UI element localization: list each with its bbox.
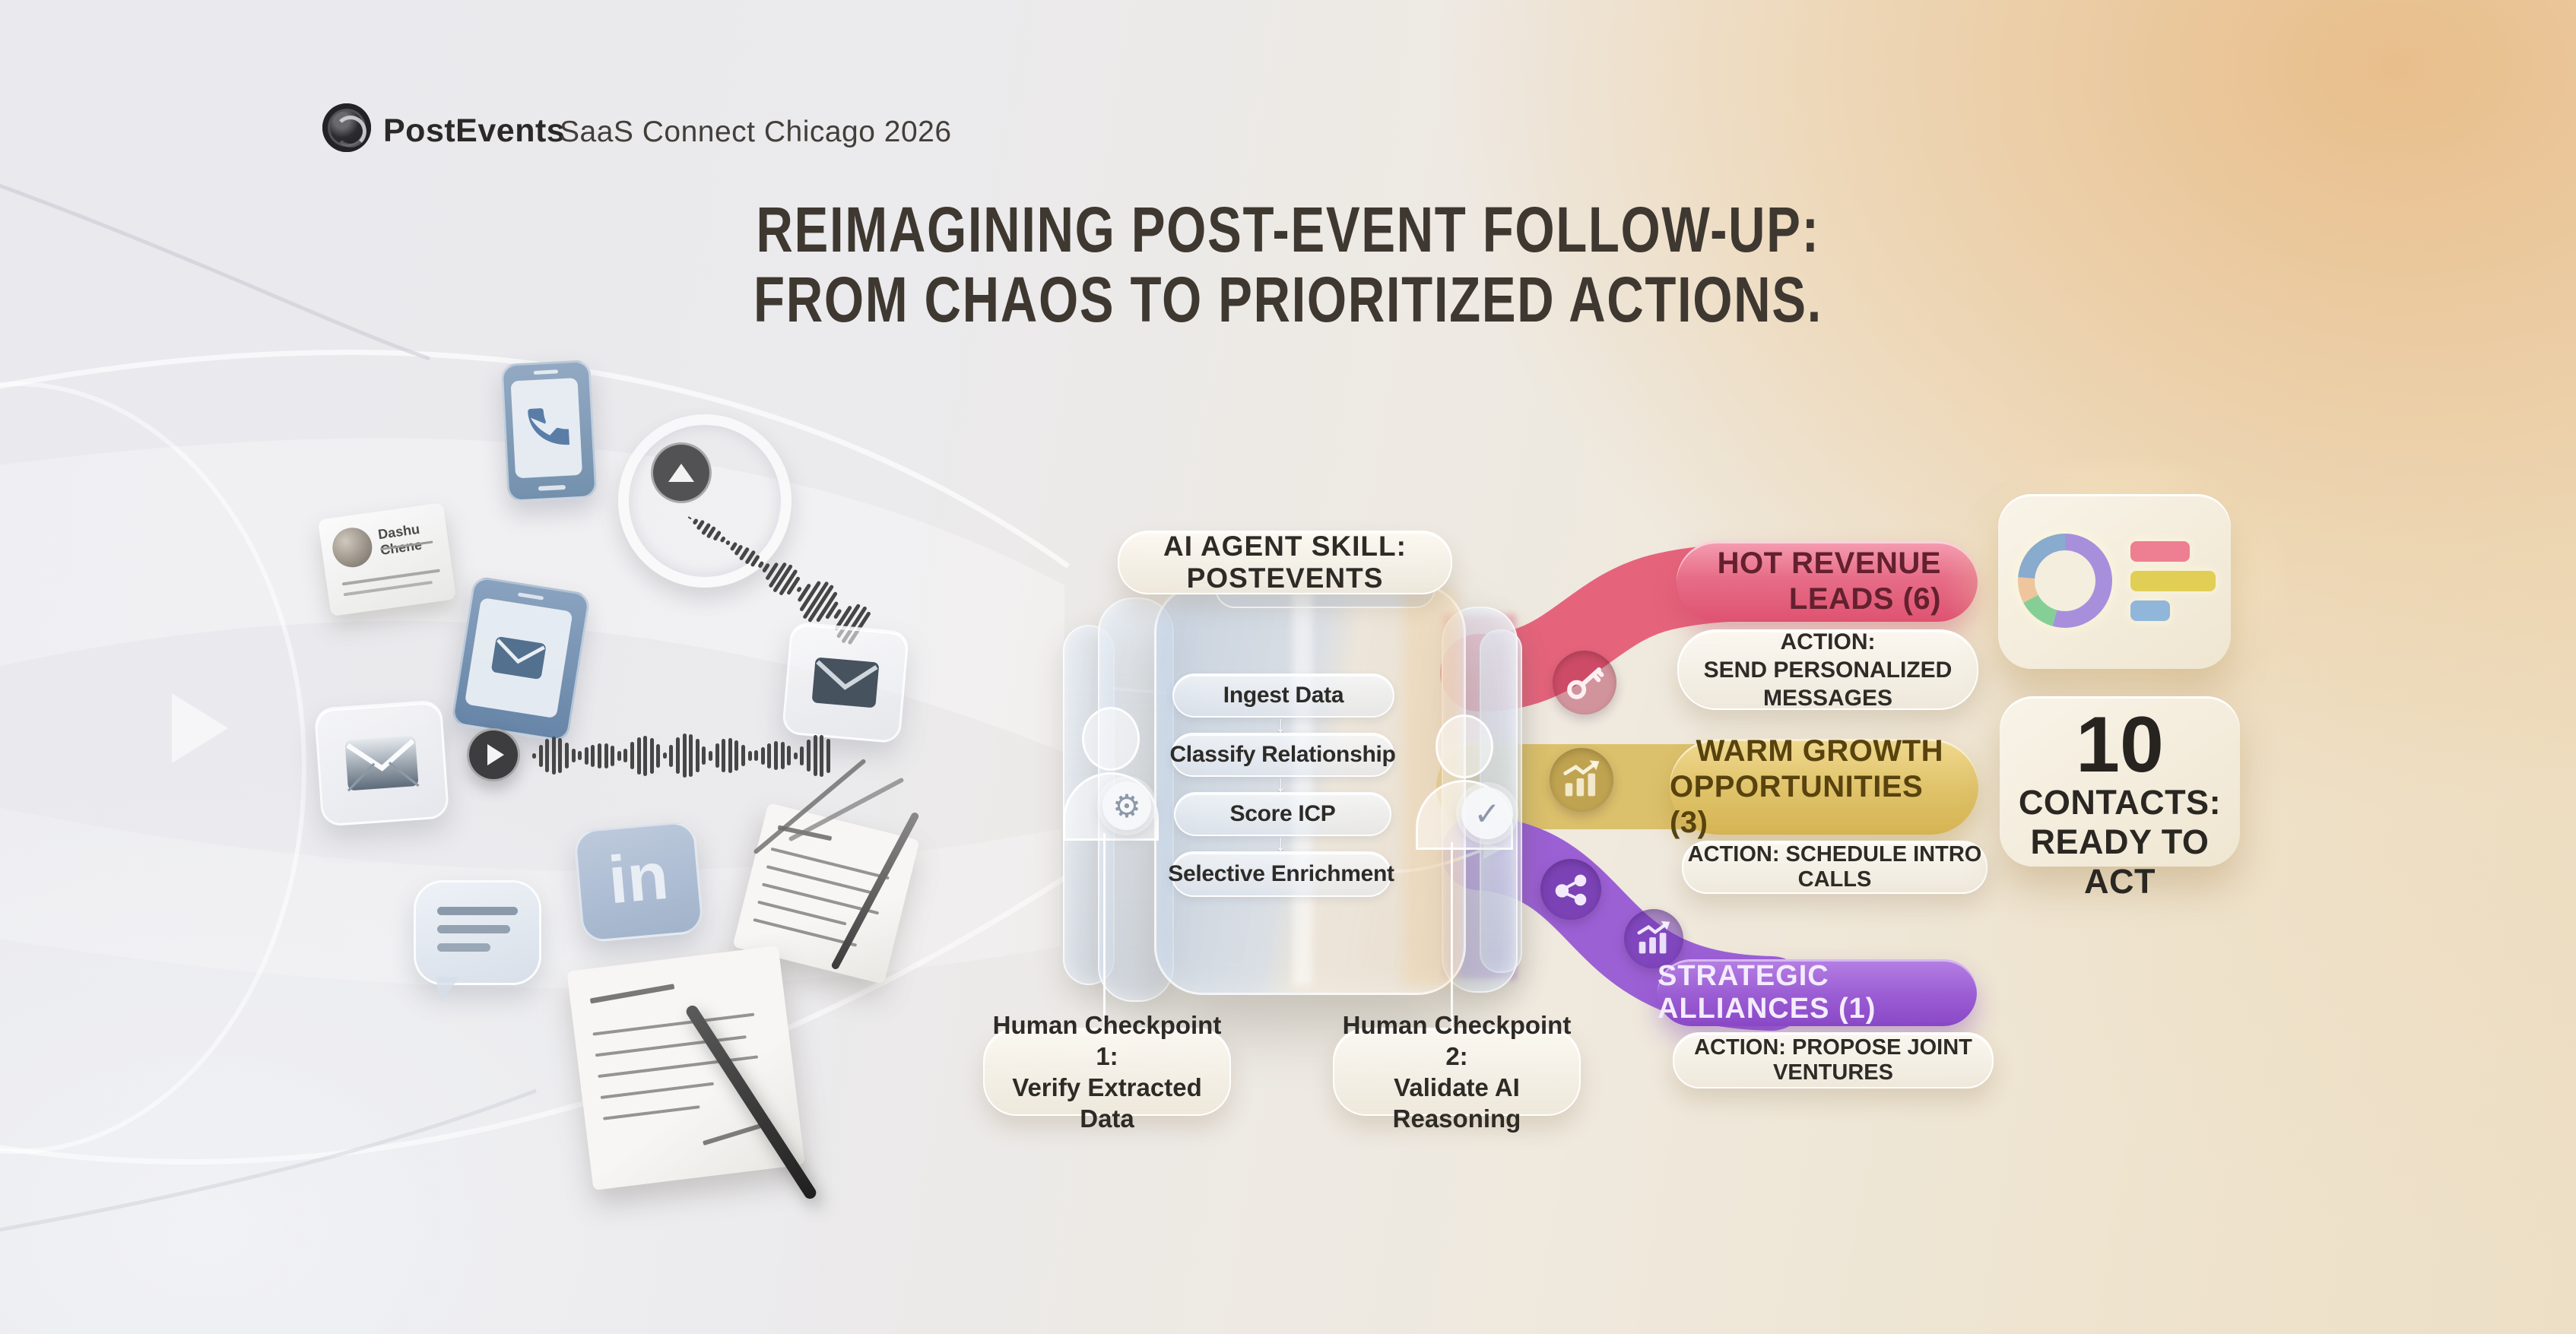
bar-strategic [2130,600,2170,621]
envelope-icon [344,736,420,792]
analytics-card [1998,494,2231,669]
hot-leads-label: HOT REVENUE LEADS (6) [1677,541,1978,622]
checkpoint-1-line-2: Verify Extracted Data [1012,1073,1202,1133]
person-head [1436,715,1493,778]
play-up-triangle-icon [668,464,694,482]
contacts-summary-card: 10 CONTACTS: READY TO ACT [2000,696,2240,901]
machine-glare [1293,591,1312,985]
chat-line [437,907,518,915]
checkpoint-2-stem [1451,842,1453,1029]
phone-call-screen [510,377,583,479]
postevents-logo [322,103,371,152]
contacts-line-1: CONTACTS: [2018,783,2222,822]
step-arrow-icon: ↓ [1274,712,1286,737]
checkpoint-1-stem [1103,833,1106,1029]
bar-hot [2130,541,2190,562]
title-line-1: REIMAGINING POST-EVENT FOLLOW-UP: [756,194,1820,265]
brand-name: PostEvents [383,112,566,149]
phone-email-screen [464,597,573,719]
strategic-action-label: ACTION: PROPOSE JOINT VENTURES [1673,1032,1994,1088]
step-selective-enrichment: Selective Enrichment [1168,851,1394,897]
email-glyph-icon [491,636,546,680]
hot-action-label: ACTION: SEND PERSONALIZED MESSAGES [1677,629,1978,711]
envelope-tile-left [313,699,450,827]
play-triangle-icon [487,744,504,765]
warm-action-label: ACTION: SCHEDULE INTRO CALLS [1682,841,1988,894]
hot-action-line-1: ACTION: [1780,629,1876,654]
growth-chart-icon [1550,748,1613,812]
warm-opportunities-label: WARM GROWTH OPPORTUNITIES (3) [1670,734,1978,839]
human-checkpoint-2-label: Human Checkpoint 2: Validate AI Reasonin… [1333,1011,1581,1133]
key-icon [1553,651,1616,715]
step-arrow-icon: ↓ [1274,772,1286,797]
ai-skill-label: AI AGENT SKILL: POSTEVENTS [1118,531,1452,594]
human-checkpoint-1-label: Human Checkpoint 1: Verify Extracted Dat… [983,1011,1231,1133]
event-name: SaaS Connect Chicago 2026 [560,116,952,148]
audio-play-button [467,728,520,781]
phone-call-icon [500,360,598,502]
page-title: REIMAGINING POST-EVENT FOLLOW-UP: FROM C… [753,195,1823,334]
checkpoint-2-line-2: Validate AI Reasoning [1392,1073,1521,1133]
phone-email-icon [450,575,592,743]
contacts-count: 10 [2076,701,2164,789]
envelope-tile-right [781,621,910,744]
chat-line [437,943,490,952]
checkpoint-1-line-1: Human Checkpoint 1: [992,1011,1222,1070]
chat-line [437,925,510,933]
record-play-button [651,442,712,503]
donut-hole [2035,550,2095,611]
bar-warm [2130,571,2216,591]
bar-chart-arrow-icon [1624,909,1683,968]
person-head [1082,707,1140,771]
share-network-icon [1540,859,1601,920]
chat-bubble-icon [414,880,541,1003]
faint-play-icon [172,693,228,763]
title-line-2: FROM CHAOS TO PRIORITIZED ACTIONS. [753,264,1823,335]
call-handset-icon [528,408,570,445]
step-arrow-icon: ↓ [1274,831,1286,856]
step-ingest-data: Ingest Data [1172,673,1394,718]
warm-line-1: WARM GROWTH [1696,734,1943,768]
funnel-arc-topedge [0,183,430,361]
hot-action-line-2: SEND PERSONALIZED MESSAGES [1703,657,1953,711]
strategic-alliances-label: STRATEGIC ALLIANCES (1) [1658,959,1977,1026]
contacts-line-2: READY TO ACT [2030,822,2210,901]
gear-icon: ⚙ [1102,781,1151,830]
funnel-arc-bottomedge [0,1088,537,1232]
checkpoint-2-line-1: Human Checkpoint 2: [1342,1011,1572,1070]
warm-line-2: OPPORTUNITIES (3) [1670,769,1924,839]
step-classify-relationship: Classify Relationship [1169,733,1396,777]
check-badge-icon: ✓ [1461,787,1513,839]
hot-leads-line-2: LEADS (6) [1788,582,1941,616]
chat-bubble-tail [436,977,460,1003]
funnel-arc-bottom [0,876,1066,1164]
audio-waveform [532,731,845,780]
step-score-icp: Score ICP [1174,792,1391,836]
envelope-icon [812,657,879,708]
funnel-mouth-ring [0,382,306,1154]
hot-leads-line-1: HOT REVENUE [1717,547,1941,580]
